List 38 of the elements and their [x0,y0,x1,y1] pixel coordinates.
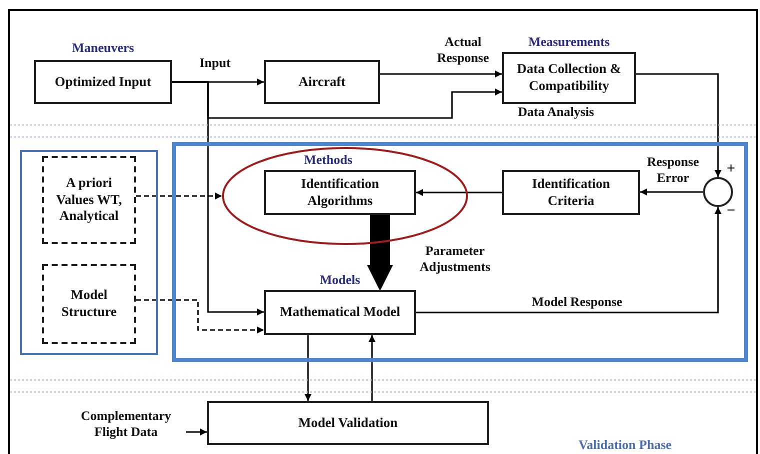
edge-label: Model Response [530,294,624,310]
process-box: Identification Algorithms [264,170,416,215]
arrow [186,428,207,436]
phase-label: Validation Phase [577,437,673,453]
edge-label: Actual Response [436,34,490,66]
arrow [380,70,502,78]
block-arrow [367,215,393,291]
edge-label: Parameter Adjustments [418,243,492,274]
arrow [304,335,312,401]
input-box: Model Structure [42,264,136,344]
group-panel [20,150,158,355]
summing-junction [703,177,733,207]
arrow [416,189,502,196]
sign-label: − [726,202,736,220]
input-box: A priori Values WT, Analytical [42,156,136,244]
edge-label: Response Error [646,154,700,186]
arrow [636,73,722,177]
annotation-label: Data Analysis [516,104,596,120]
process-box: Data Collection & Compatibility [502,52,636,104]
dashed-arrow [136,192,222,200]
section-heading: Models [318,271,362,289]
process-box: Model Validation [207,401,489,445]
arrow [640,188,703,196]
process-box: Identification Criteria [502,170,640,215]
process-box: Mathematical Model [264,290,416,335]
group-panel [172,142,748,362]
edge-label: Input [198,55,232,71]
dashed-arrow [136,299,264,334]
arrow [368,335,376,401]
sign-label: + [726,160,736,178]
arrow [172,81,502,119]
process-box: Optimized Input [34,60,172,104]
section-heading: Methods [304,151,352,169]
arrow [416,207,722,314]
input-label: Complementary Flight Data [80,408,172,440]
process-box: Aircraft [264,60,380,104]
section-heading: Measurements [527,33,611,51]
section-heading: Maneuvers [70,39,136,57]
